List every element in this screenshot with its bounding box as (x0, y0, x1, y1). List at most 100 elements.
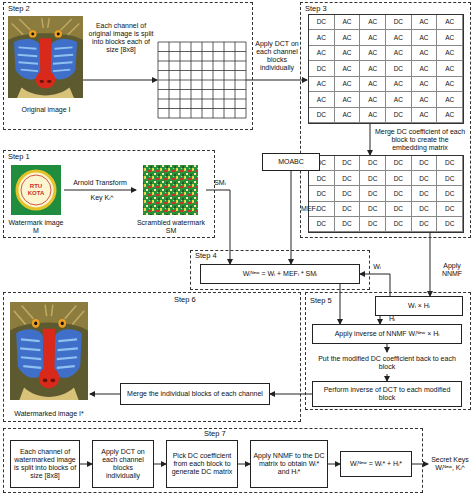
grid-cell: AC (386, 77, 412, 92)
box-text: Apply DCT on each channel blocks individ… (95, 448, 151, 480)
grid-cell: AC (360, 108, 386, 123)
flow-arrow (64, 190, 136, 191)
box-text: Secret Keys (431, 456, 469, 464)
text-node: Put the modified DC coefficient back to … (312, 352, 462, 374)
flow-arrow (387, 344, 388, 352)
image-figure: Original image I (6, 16, 86, 114)
grid-cell: AC (309, 46, 335, 61)
grid-cell: DC (360, 156, 386, 171)
box-text: Pick DC coefficient from each block to g… (169, 452, 235, 476)
grid-cell: AC (309, 30, 335, 45)
grid-cell: DC (335, 217, 361, 232)
grid-cell: AC (437, 77, 463, 92)
grid-cell: AC (437, 108, 463, 123)
image-figure: Scrambled watermark SM (136, 165, 206, 235)
grid-cell: AC (437, 61, 463, 76)
step-heading: Step 4 (195, 252, 217, 261)
watermark-ring (17, 171, 55, 209)
mandrill-image (10, 302, 88, 400)
grid-cell: DC (360, 217, 386, 232)
grid-cell: DC (437, 217, 463, 232)
process-box: Perform inverse of DCT to each modified … (312, 381, 462, 407)
grid-cell: AC (437, 92, 463, 107)
note-text: Each channel of original image is split … (88, 22, 154, 54)
box-text: Wᵢᴺᵉʷ = Wᵢ + MEFᵢ * SMᵢ (243, 270, 317, 278)
flow-arrow (370, 124, 371, 155)
flow-arrow (90, 394, 120, 395)
edge-label: Merge DC coefficient of each block to cr… (374, 128, 466, 152)
flow-arrow (83, 80, 157, 81)
box-text: Merge the individual blocks of each chan… (127, 390, 263, 398)
logo-text: RTU KOTA (25, 183, 47, 196)
grid-cell: AC (309, 92, 335, 107)
step-heading: Step 1 (8, 153, 30, 162)
grid-cell: AC (412, 92, 438, 107)
edge-label: Wᵢ (366, 263, 388, 271)
image-caption: Watermarked image I* (8, 410, 90, 418)
grid-cell: DC (360, 171, 386, 186)
grid-cell: AC (335, 108, 361, 123)
grid-cell: DC (437, 171, 463, 186)
grid-cell: DC (335, 156, 361, 171)
block-grid (158, 42, 246, 118)
step-panel: Step 3DCACACDCACACACACACACACACACACACACAC… (300, 2, 471, 238)
watermark-ring (21, 175, 51, 205)
grid-cell: DC (412, 186, 438, 201)
flow-arrow (328, 464, 340, 465)
grid-cell: DC (309, 61, 335, 76)
step-panel: Step 5Wᵢ × HᵢApply inverse of NNMF Wᵢᴺᵉʷ… (305, 292, 471, 410)
watermark-background (11, 165, 61, 215)
flow-arrow (340, 284, 341, 324)
grid-cell: DC (360, 186, 386, 201)
step-panel: Step 2Original image I (3, 2, 253, 130)
grid-cell: AC (412, 46, 438, 61)
process-box: Pick DC coefficient from each block to g… (166, 440, 238, 488)
grid-cell: DC (309, 108, 335, 123)
grid-cell: AC (386, 92, 412, 107)
grid-cell: DC (386, 15, 412, 30)
process-box: Each channel of watermarked image is spl… (10, 440, 80, 488)
grid-cell: AC (412, 108, 438, 123)
mandrill-image (8, 16, 83, 98)
image-caption: Original image I (6, 106, 86, 114)
note-text: Apply DCT on each channel blocks individ… (255, 40, 299, 72)
grid-cell: AC (360, 46, 386, 61)
grid-cell: DC (386, 171, 412, 186)
grid-cell: DC (412, 217, 438, 232)
box-text: Wᵢᴺᵉʷ = Wᵢ* + Hᵢ* (350, 460, 402, 468)
step-panel: Step 7Each channel of watermarked image … (3, 428, 423, 493)
step-heading: Step 6 (174, 296, 196, 305)
grid-cell: DC (335, 202, 361, 217)
grid-cell: AC (335, 46, 361, 61)
grid-cell: DC (437, 186, 463, 201)
step-heading: Step 5 (310, 297, 332, 306)
scrambled-watermark (143, 165, 198, 215)
grid-cell: DC (412, 171, 438, 186)
edge-label: Arnold Transform (66, 179, 134, 187)
grid-cell: AC (335, 77, 361, 92)
process-box: Apply NNMF to the DC matrix to obtain Wᵢ… (250, 440, 328, 488)
grid-cell: DC (386, 156, 412, 171)
grid-cell: AC (437, 30, 463, 45)
grid-cell: AC (335, 30, 361, 45)
grid-cell: DC (309, 217, 335, 232)
box-text: Wᵢᴺᵉʷ, Kᵢᴬ (435, 464, 465, 472)
coefficient-grid: DCDCDCDCDCDCDCDCDCDCDCDCDCDCDCDCDCDCDCDC… (308, 155, 464, 233)
image-figure: Watermarked image I* (8, 300, 90, 418)
grid-cell: AC (360, 77, 386, 92)
grid-cell: AC (412, 15, 438, 30)
step-panel: Step 4 Wᵢᴺᵉʷ = Wᵢ + MEFᵢ * SMᵢ (190, 250, 370, 290)
text-node: Secret KeysWᵢᴺᵉʷ, Kᵢᴬ (428, 444, 472, 484)
grid-cell: AC (412, 30, 438, 45)
step-heading: Step 3 (305, 5, 327, 14)
process-box: MOABC (262, 153, 320, 171)
flow-arrow (430, 233, 431, 296)
step-panel: Step 6 Watermarked image I* Merge the indi… (3, 292, 301, 422)
process-box: Merge the individual blocks of each chan… (120, 383, 270, 405)
grid-cell: AC (360, 61, 386, 76)
flow-arrow (80, 464, 92, 465)
grid-cell: AC (360, 30, 386, 45)
flow-arrow (380, 316, 381, 324)
box-text: Perform inverse of DCT to each modified … (315, 386, 459, 402)
edge-label: SMᵢ (210, 179, 230, 187)
